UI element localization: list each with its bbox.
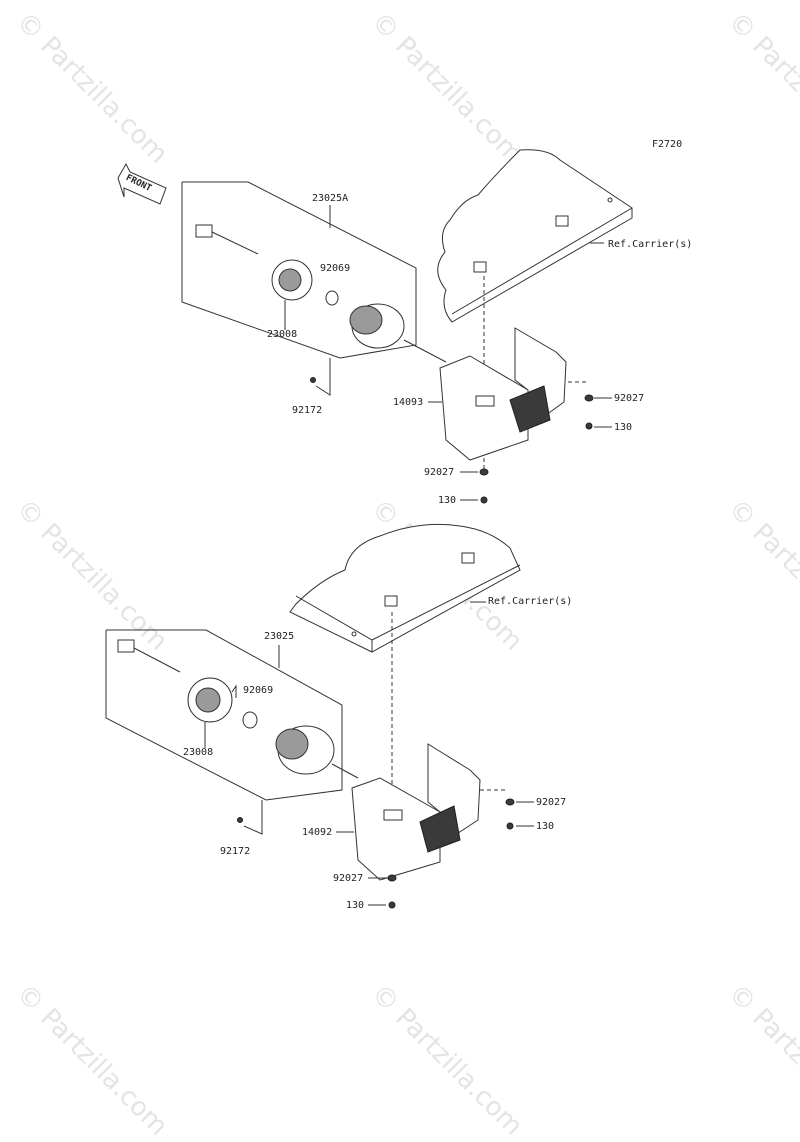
label-bolt-bottom-lower[interactable]: 130: [346, 900, 365, 911]
label-bulb-lower[interactable]: 92069: [243, 685, 274, 696]
socket-lower: [117, 639, 233, 723]
light-housing-upper: [349, 303, 447, 363]
label-assembly-lower[interactable]: 23025: [264, 631, 295, 642]
figure-code: F2720: [652, 139, 683, 150]
bulb-upper: [325, 290, 339, 306]
assembly-box-upper: [181, 181, 417, 359]
label-clip-upper[interactable]: 92172: [292, 405, 323, 416]
label-assembly-upper[interactable]: 23025A: [312, 193, 349, 204]
front-arrow-icon: [117, 162, 167, 205]
bracket-lower: [351, 743, 481, 881]
label-washer-bottom-lower[interactable]: 92027: [333, 873, 364, 884]
label-clip-lower[interactable]: 92172: [220, 846, 251, 857]
diagram-drawing: [105, 149, 633, 909]
label-bolt-right-lower[interactable]: 130: [536, 821, 555, 832]
light-housing-lower: [275, 725, 359, 779]
clip-lower: [237, 817, 243, 823]
label-bolt-bottom-upper[interactable]: 130: [438, 495, 457, 506]
socket-upper: [195, 224, 313, 301]
clip-upper: [310, 377, 316, 383]
bulb-lower: [242, 711, 258, 729]
label-bulb-upper[interactable]: 92069: [320, 263, 351, 274]
label-bracket-lower[interactable]: 14092: [302, 827, 333, 838]
parts-diagram: © Partzilla.com © Partzilla.com © Partzi…: [10, 7, 800, 1142]
label-washer-right-upper[interactable]: 92027: [614, 393, 645, 404]
label-washer-bottom-upper[interactable]: 92027: [424, 467, 455, 478]
label-carrier-ref-upper[interactable]: Ref.Carrier(s): [608, 239, 693, 250]
carrier-upper: [437, 149, 633, 323]
label-bolt-right-upper[interactable]: 130: [614, 422, 633, 433]
label-socket-lower[interactable]: 23008: [183, 747, 214, 758]
bracket-upper: [439, 327, 567, 461]
label-washer-right-lower[interactable]: 92027: [536, 797, 567, 808]
carrier-lower: [289, 523, 521, 653]
label-carrier-ref-lower[interactable]: Ref.Carrier(s): [488, 596, 573, 607]
label-socket-upper[interactable]: 23008: [267, 329, 298, 340]
assembly-box-lower: [105, 629, 343, 801]
label-bracket-upper[interactable]: 14093: [393, 397, 424, 408]
